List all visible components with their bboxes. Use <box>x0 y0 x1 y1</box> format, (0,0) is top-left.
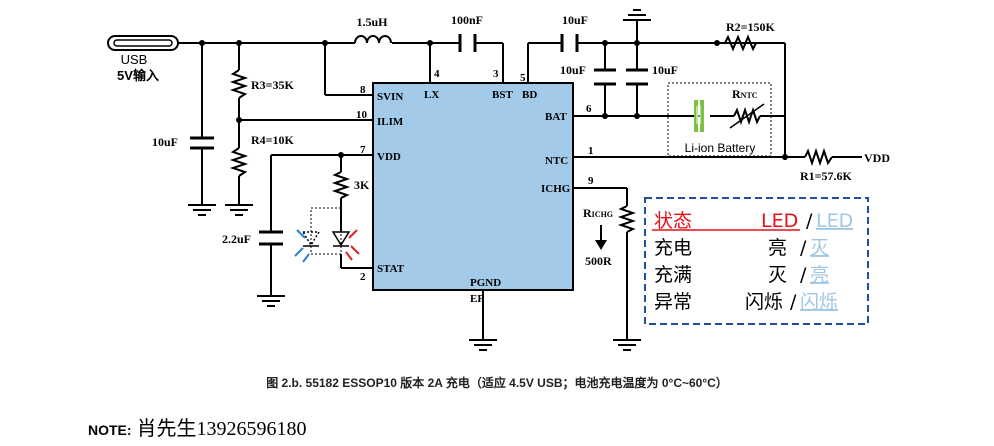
r3-label: R3=35K <box>251 78 295 92</box>
table-row-slash: / <box>790 291 797 313</box>
bst-cap-label: 100nF <box>451 13 483 27</box>
bat-cap2-label: 10uF <box>652 63 678 77</box>
note-line: NOTE: 肖先生13926596180 <box>88 412 307 441</box>
pin-number: 8 <box>360 84 366 96</box>
ic-chip-body <box>372 82 574 291</box>
table-row-led-a: 灭 <box>768 264 787 286</box>
r1-resistor-icon <box>804 147 833 167</box>
vdd-output-label: VDD <box>864 151 890 165</box>
led-red-icon <box>331 229 360 261</box>
r2-label: R2=150K <box>726 20 776 34</box>
ntc-arrow-icon <box>729 103 765 129</box>
r2-resistor-icon <box>717 34 785 52</box>
input-cap-label: 10uF <box>152 135 178 149</box>
bd-capacitor-icon <box>560 34 579 52</box>
ground-icon <box>623 9 651 21</box>
table-header-slash: / <box>806 210 813 232</box>
inductor-icon <box>354 35 392 44</box>
led-status-table <box>644 197 869 325</box>
table-row-led-a: 闪烁 <box>745 291 783 313</box>
pin-name: BAT <box>545 111 567 123</box>
table-row-led-b: 灭 <box>810 237 829 259</box>
bat-cap1-label: 10uF <box>560 63 586 77</box>
pin-name: NTC <box>545 155 568 167</box>
table-row-state: 充电 <box>654 237 692 259</box>
table-row-state: 异常 <box>654 291 692 313</box>
inductor-label: 1.5uH <box>356 15 388 29</box>
led-blue-icon <box>294 207 342 263</box>
vdd-cap-label: 2.2uF <box>222 232 251 246</box>
pin-number: 5 <box>520 72 526 84</box>
note-text: 肖先生13926596180 <box>136 418 307 440</box>
pin-number: 2 <box>360 271 366 283</box>
pin-name: VDD <box>377 151 401 163</box>
input-capacitor-icon <box>190 136 214 150</box>
pin-sub-label: EP <box>470 293 484 305</box>
pin-name: PGND <box>470 277 501 289</box>
arrow-down-icon <box>595 225 607 250</box>
table-row-led-b: 闪烁 <box>800 291 838 313</box>
bst-capacitor-icon <box>458 34 477 52</box>
bd-cap-label: 10uF <box>562 13 588 27</box>
table-row-state: 充满 <box>654 264 692 286</box>
pin-number: 10 <box>356 109 368 121</box>
figure-caption: 图 2.b. 55182 ESSOP10 版本 2A 充电（适应 4.5V US… <box>266 376 728 390</box>
led-resistor-label: 3K <box>354 178 370 192</box>
rntc-label: RNTC <box>732 87 758 101</box>
battery-icon <box>694 100 704 132</box>
usb-label: USB <box>121 52 148 67</box>
battery-label: Li-ion Battery <box>685 141 756 155</box>
pin-name: ICHG <box>541 183 571 195</box>
pin-name: BD <box>522 89 537 101</box>
note-label: NOTE: <box>88 422 132 438</box>
pin-name: BST <box>492 89 513 101</box>
pin-name: STAT <box>377 263 405 275</box>
pin-name: SVIN <box>377 91 403 103</box>
vdd-capacitor-icon <box>259 230 283 246</box>
richg-resistor-icon <box>617 205 637 233</box>
led-resistor-icon <box>331 171 351 199</box>
usb-connector-icon <box>107 35 179 51</box>
table-header-led: LED <box>761 210 798 232</box>
r1-label: R1=57.6K <box>800 169 853 183</box>
pin-number: 9 <box>588 175 594 187</box>
usb-input-label: 5V输入 <box>117 68 159 83</box>
pin-name: LX <box>424 89 439 101</box>
pin-number: 3 <box>493 68 499 80</box>
richg-label: RICHG <box>583 206 613 220</box>
table-row-slash: / <box>800 264 807 286</box>
r3-resistor-icon <box>229 69 249 99</box>
table-row-slash: / <box>800 237 807 259</box>
pin-number: 1 <box>588 145 594 157</box>
table-header-state: 状态 <box>654 210 692 232</box>
pin-number: 7 <box>360 144 366 156</box>
richg-value-label: 500R <box>585 254 612 268</box>
pin-number: 4 <box>434 68 440 80</box>
table-row-led-a: 亮 <box>768 237 787 259</box>
bat-capacitor-icon <box>594 68 648 86</box>
pin-name: ILIM <box>377 116 404 128</box>
table-header-led-alt: LED <box>816 210 853 232</box>
pin-number: 6 <box>586 103 592 115</box>
table-row-led-b: 亮 <box>810 264 829 286</box>
ground-icon <box>188 204 641 351</box>
r4-label: R4=10K <box>251 133 295 147</box>
r4-resistor-icon <box>229 147 249 177</box>
